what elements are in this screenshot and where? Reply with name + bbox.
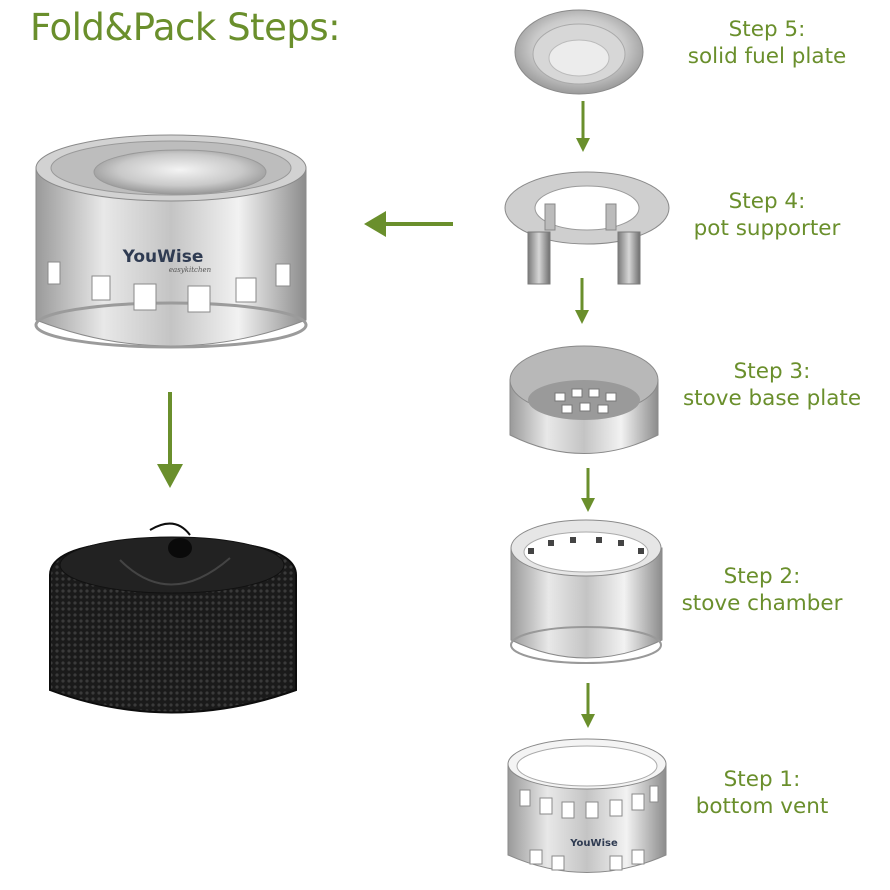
stove-base-plate-image (509, 345, 659, 454)
step-1-desc: bottom vent (695, 794, 829, 819)
step-5-caption: Step 5: solid fuel plate (672, 16, 862, 70)
brand-logo-small: YouWise (569, 838, 618, 849)
arrow-left-head-icon (364, 211, 386, 237)
step-5-desc: solid fuel plate (687, 44, 847, 69)
step-1-label: Step 1: (723, 767, 801, 792)
step-4-label: Step 4: (728, 189, 806, 214)
arrow-down-head-icon (576, 138, 590, 152)
stove-chamber-image (510, 519, 663, 664)
fuel-plate-image (514, 9, 644, 95)
step-2-caption: Step 2: stove chamber (662, 563, 862, 617)
bottom-vent-image: YouWise (507, 738, 667, 873)
brand-subtitle: easykitchen (169, 266, 212, 274)
step-4-caption: Step 4: pot supporter (672, 188, 862, 242)
pot-supporter-image (504, 171, 670, 285)
step-3-desc: stove base plate (682, 386, 862, 411)
mesh-bag-image (49, 522, 297, 714)
arrow-down-head-icon (575, 310, 589, 324)
step-2-desc: stove chamber (681, 591, 843, 616)
arrow-down-head-icon (581, 498, 595, 512)
step-4-desc: pot supporter (693, 216, 841, 241)
brand-logo: YouWise (122, 247, 204, 267)
arrow-down-head-icon (581, 714, 595, 728)
page-title: Fold&Pack Steps: (30, 6, 341, 49)
assembled-stove-image: YouWise easykitchen (34, 134, 308, 349)
step-3-caption: Step 3: stove base plate (672, 358, 872, 412)
step-5-label: Step 5: (728, 17, 806, 42)
step-3-label: Step 3: (733, 359, 811, 384)
step-2-label: Step 2: (723, 564, 801, 589)
step-1-caption: Step 1: bottom vent (662, 766, 862, 820)
arrow-down-head-icon (157, 464, 183, 488)
